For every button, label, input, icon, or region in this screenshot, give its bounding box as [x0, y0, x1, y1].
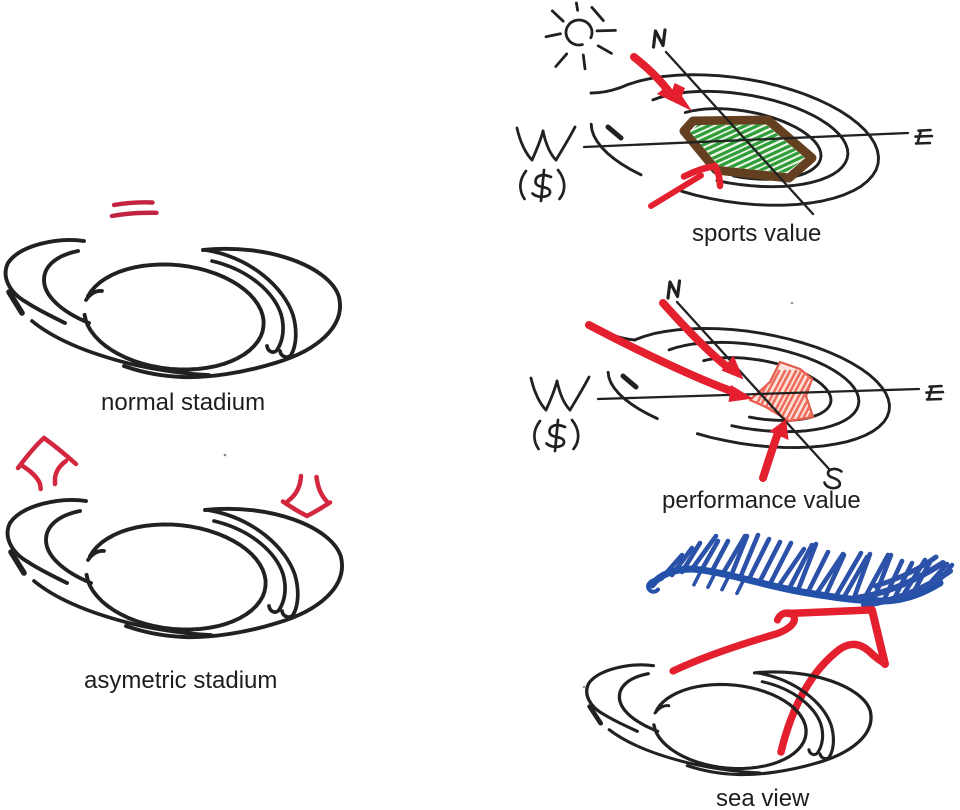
svg-text:asymetric stadium: asymetric stadium	[84, 667, 277, 694]
svg-text:performance value: performance value	[662, 487, 861, 514]
svg-text:sports value: sports value	[692, 220, 821, 247]
svg-text:sea view: sea view	[716, 785, 810, 810]
svg-text:normal stadium: normal stadium	[101, 389, 265, 416]
